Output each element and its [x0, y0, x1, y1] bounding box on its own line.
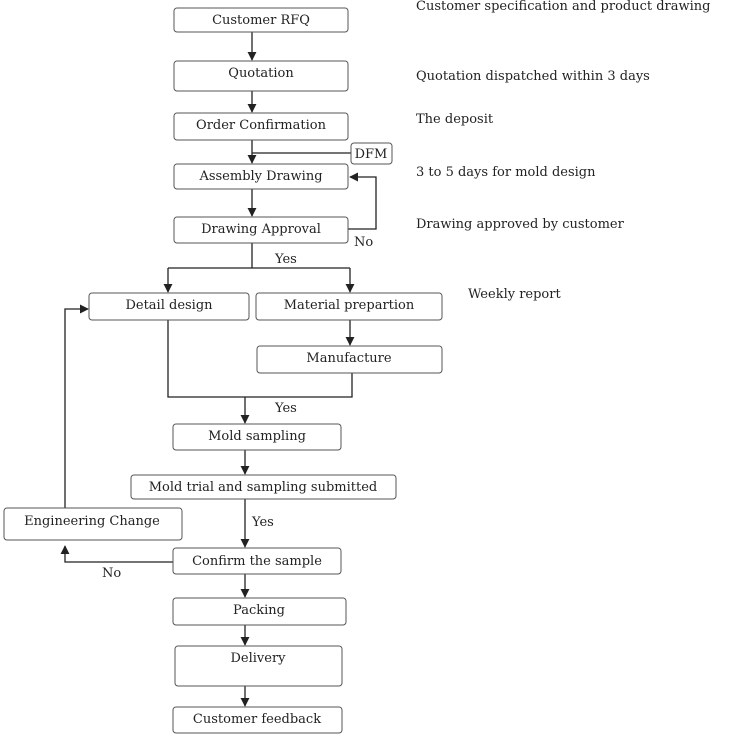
note-deposit: The deposit [416, 112, 494, 127]
node-confirm-sample: Confirm the sample [172, 547, 342, 575]
node-label: Engineering Change [24, 514, 160, 529]
note-approved: Drawing approved by customer [416, 217, 625, 232]
note-rfq: Customer specification and product drawi… [416, 0, 711, 14]
edge-label-approval-no: No [354, 235, 373, 250]
node-engineering-change: Engineering Change [3, 507, 183, 541]
node-mold-sampling: Mold sampling [172, 423, 342, 451]
note-mold-design: 3 to 5 days for mold design [416, 165, 596, 180]
node-customer-rfq: Customer RFQ [173, 7, 349, 33]
connectors [60, 32, 377, 707]
edge-label-trial-yes: Yes [251, 515, 274, 530]
edge-approval-no-loop [348, 172, 377, 230]
node-label: Detail design [125, 298, 213, 313]
node-packing: Packing [172, 597, 347, 626]
node-label: Material prepartion [284, 298, 415, 313]
node-label: Drawing Approval [201, 222, 321, 237]
node-material-prepartion: Material prepartion [255, 292, 443, 321]
edge-change-detail [64, 304, 89, 508]
edge-merge-bar [167, 320, 353, 398]
node-assembly-drawing: Assembly Drawing [173, 163, 349, 190]
node-quotation: Quotation [173, 60, 349, 92]
node-label: Order Confirmation [196, 118, 327, 133]
node-mold-trial: Mold trial and sampling submitted [130, 474, 397, 500]
node-label: Mold trial and sampling submitted [149, 480, 378, 495]
node-dfm: DFM [350, 142, 393, 165]
note-quotation: Quotation dispatched within 3 days [416, 69, 650, 84]
node-label: Mold sampling [208, 429, 306, 444]
edge-label-confirm-no: No [102, 566, 121, 581]
node-label: Packing [233, 603, 285, 618]
node-label: DFM [355, 147, 388, 162]
node-detail-design: Detail design [88, 292, 250, 321]
node-label: Quotation [228, 66, 294, 81]
edge-label-merge-yes: Yes [274, 401, 297, 416]
note-weekly: Weekly report [468, 287, 561, 302]
node-drawing-approval: Drawing Approval [173, 216, 349, 244]
node-label: Delivery [230, 651, 286, 666]
node-label: Customer RFQ [212, 13, 310, 28]
edge-label-approval-yes: Yes [274, 252, 297, 267]
edge-confirm-no [60, 545, 173, 563]
node-order-confirmation: Order Confirmation [173, 112, 349, 141]
node-label: Manufacture [306, 351, 391, 366]
node-label: Confirm the sample [192, 554, 322, 569]
node-manufacture: Manufacture [256, 345, 443, 374]
node-label: Customer feedback [193, 712, 321, 727]
node-customer-feedback: Customer feedback [172, 706, 343, 734]
node-delivery: Delivery [174, 645, 343, 687]
node-label: Assembly Drawing [198, 169, 322, 184]
